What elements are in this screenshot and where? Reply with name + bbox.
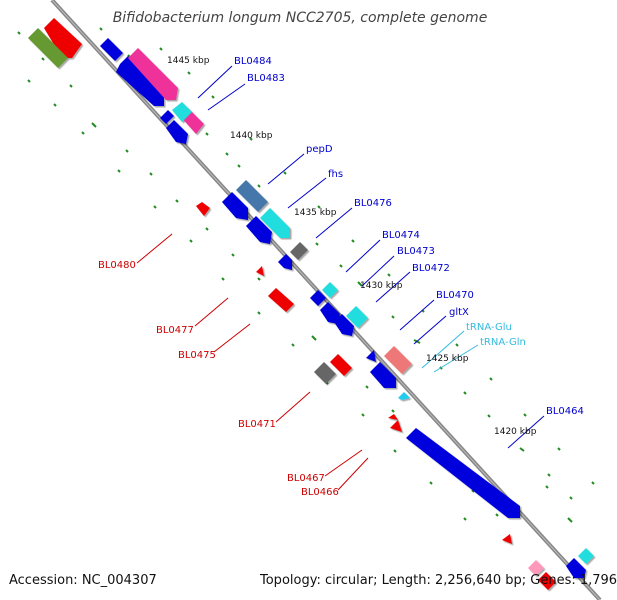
scale-labels: 1445 kbp 1440 kbp 1435 kbp 1430 kbp 1425… [167, 56, 537, 437]
gene-gray-1[interactable] [290, 242, 308, 260]
gene-blue-pair-2[interactable] [246, 216, 272, 244]
scale-label: 1445 kbp [167, 56, 210, 66]
summary-text: Topology: circular; Length: 2,256,640 bp… [260, 573, 617, 588]
gene-bl0477[interactable] [256, 266, 264, 276]
gene-bl0466[interactable] [390, 420, 402, 432]
forward-genes [100, 38, 594, 578]
gene-cyan-3[interactable] [346, 306, 368, 328]
scale-label: 1440 kbp [230, 131, 273, 141]
forward-labels: BL0484 BL0483 pepD fhs BL0476 BL0474 BL0… [234, 56, 584, 417]
gene-blue-small-4[interactable] [310, 290, 326, 306]
accession-text: Accession: NC_004307 [9, 573, 157, 588]
gene-trna-cyan[interactable] [398, 392, 410, 400]
gene-label[interactable]: BL0480 [98, 260, 136, 271]
map-title: Bifidobacterium longum NCC2705, complete… [112, 10, 488, 26]
gene-gltx[interactable] [384, 346, 412, 374]
gene-pink-bottom[interactable] [528, 560, 544, 576]
gene-bl0467[interactable] [388, 414, 398, 420]
gene-blue-small-7[interactable] [366, 350, 376, 362]
gene-label[interactable]: BL0473 [397, 246, 435, 257]
gene-red-bottom[interactable] [538, 572, 556, 590]
gene-label[interactable]: tRNA-Gln [480, 337, 526, 348]
gene-label[interactable]: BL0475 [178, 350, 216, 361]
gene-label[interactable]: BL0477 [156, 325, 194, 336]
gene-label[interactable]: BL0467 [287, 473, 325, 484]
gene-red-top[interactable] [44, 18, 82, 58]
gene-blue-small-6[interactable] [334, 314, 354, 336]
tick-row-far [545, 485, 573, 523]
gene-label[interactable]: BL0466 [301, 487, 339, 498]
gene-bl0480[interactable] [196, 202, 210, 216]
gene-bl0475[interactable] [268, 288, 294, 312]
gene-label[interactable]: BL0474 [382, 230, 420, 241]
gene-small-1[interactable] [160, 110, 174, 124]
gene-rrna-pink[interactable] [128, 48, 178, 100]
gene-cyan-2[interactable] [322, 282, 338, 298]
gene-blue-small-5[interactable] [320, 302, 340, 324]
reverse-genes [28, 18, 556, 590]
gene-label[interactable]: fhs [328, 169, 343, 180]
gene-label[interactable]: pepD [306, 144, 333, 155]
leader-lines-trna [421, 330, 479, 373]
gene-label[interactable]: BL0470 [436, 290, 474, 301]
gene-blue-small-3[interactable] [278, 254, 292, 270]
gene-label[interactable]: BL0476 [354, 198, 392, 209]
reverse-labels: BL0480 BL0477 BL0475 BL0471 BL0467 BL046… [98, 260, 339, 498]
tick-row-inner-left [27, 79, 467, 521]
leader-lines-reverse [136, 233, 369, 491]
gene-label[interactable]: BL0472 [412, 263, 450, 274]
gene-blue-pair-1[interactable] [222, 192, 248, 220]
gene-bottom-cyan[interactable] [578, 548, 594, 564]
scale-label: 1435 kbp [294, 208, 337, 218]
gene-olive-top[interactable] [28, 28, 68, 68]
gene-gray-2[interactable] [314, 362, 336, 384]
gene-pepd[interactable] [236, 180, 268, 212]
gene-label[interactable]: BL0483 [247, 73, 285, 84]
genome-map: 1445 kbp 1440 kbp 1435 kbp 1430 kbp 1425… [17, 0, 602, 600]
gene-fhs[interactable] [260, 208, 290, 238]
gene-red-small-bottom[interactable] [502, 534, 512, 544]
gene-cyan-1[interactable] [172, 102, 192, 122]
gene-bl0484[interactable] [100, 38, 123, 61]
leader-lines-forward [197, 65, 545, 449]
gene-label[interactable]: BL0484 [234, 56, 272, 67]
scale-label: 1420 kbp [494, 427, 537, 437]
gene-bottom-blue[interactable] [566, 558, 586, 578]
gene-bl0464[interactable] [406, 428, 520, 518]
gene-label[interactable]: BL0464 [546, 406, 584, 417]
gene-bl0471[interactable] [330, 354, 352, 376]
gene-label[interactable]: BL0471 [238, 419, 276, 430]
gene-small-2[interactable] [166, 120, 188, 144]
tick-row-outer [159, 47, 595, 485]
gene-bl0483[interactable] [116, 56, 164, 106]
gene-label[interactable]: gltX [449, 307, 469, 318]
gene-label[interactable]: tRNA-Glu [466, 322, 512, 333]
scale-label: 1430 kbp [360, 281, 403, 291]
scale-label: 1425 kbp [426, 354, 469, 364]
trna-labels: tRNA-Glu tRNA-Gln [466, 322, 526, 348]
gene-blue-small-8[interactable] [370, 362, 396, 388]
